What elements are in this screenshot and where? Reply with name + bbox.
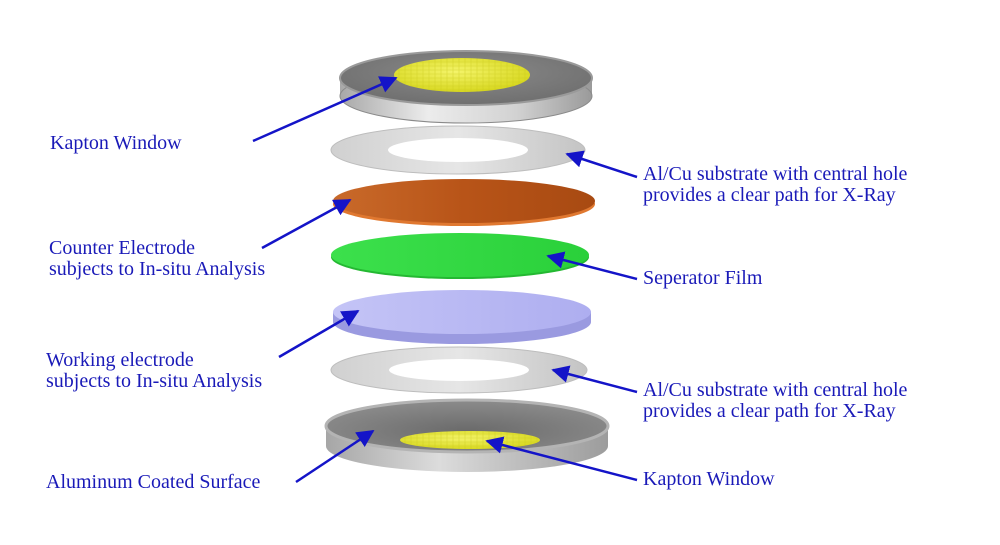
label-counter-electrode: Counter Electrode subjects to In-situ An… xyxy=(49,238,265,280)
top-substrate-hole xyxy=(388,138,528,162)
bottom-substrate-ring xyxy=(330,346,588,394)
label-text: provides a clear path for X-Ray xyxy=(643,400,896,422)
label-text: subjects to In-situ Analysis xyxy=(46,370,263,392)
label-substrate-bottom: Al/Cu substrate with central hole provid… xyxy=(643,380,907,422)
top-substrate-ring xyxy=(330,125,586,175)
top-cap xyxy=(339,50,593,124)
arrow-aluminum-surface xyxy=(295,429,375,484)
label-text: Counter Electrode xyxy=(49,237,196,259)
counter-electrode-disk xyxy=(333,179,595,226)
arrow-substrate-bottom xyxy=(551,365,638,394)
label-aluminum-coated-surface: Aluminum Coated Surface xyxy=(46,472,260,493)
arrow-working-electrode xyxy=(278,309,360,359)
arrow-separator xyxy=(546,251,638,281)
label-text: Al/Cu substrate with central hole xyxy=(643,379,908,401)
callout-arrows xyxy=(252,76,638,484)
label-text: provides a clear path for X-Ray xyxy=(643,184,896,206)
label-substrate-top: Al/Cu substrate with central hole provid… xyxy=(643,164,907,206)
arrow-substrate-top xyxy=(565,150,638,179)
bottom-substrate-hole xyxy=(389,359,529,381)
bottom-base-cup xyxy=(324,398,610,472)
label-kapton-window-bottom: Kapton Window xyxy=(643,469,775,490)
arrow-kapton-window-bottom xyxy=(485,436,638,482)
label-working-electrode: Working electrode subjects to In-situ An… xyxy=(46,350,262,392)
label-text: Aluminum Coated Surface xyxy=(46,471,261,493)
label-kapton-window-top: Kapton Window xyxy=(50,133,182,154)
arrow-counter-electrode xyxy=(261,198,352,250)
label-text: Kapton Window xyxy=(50,132,182,154)
separator-film-disk xyxy=(331,233,589,279)
label-text: Working electrode xyxy=(46,349,194,371)
label-text: Kapton Window xyxy=(643,468,775,490)
arrow-kapton-window-top xyxy=(252,76,398,143)
label-text: Seperator Film xyxy=(643,267,763,289)
label-text: Al/Cu substrate with central hole xyxy=(643,163,908,185)
working-electrode-disk xyxy=(333,290,591,344)
label-text: subjects to In-situ Analysis xyxy=(49,258,266,280)
label-separator-film: Seperator Film xyxy=(643,268,762,289)
